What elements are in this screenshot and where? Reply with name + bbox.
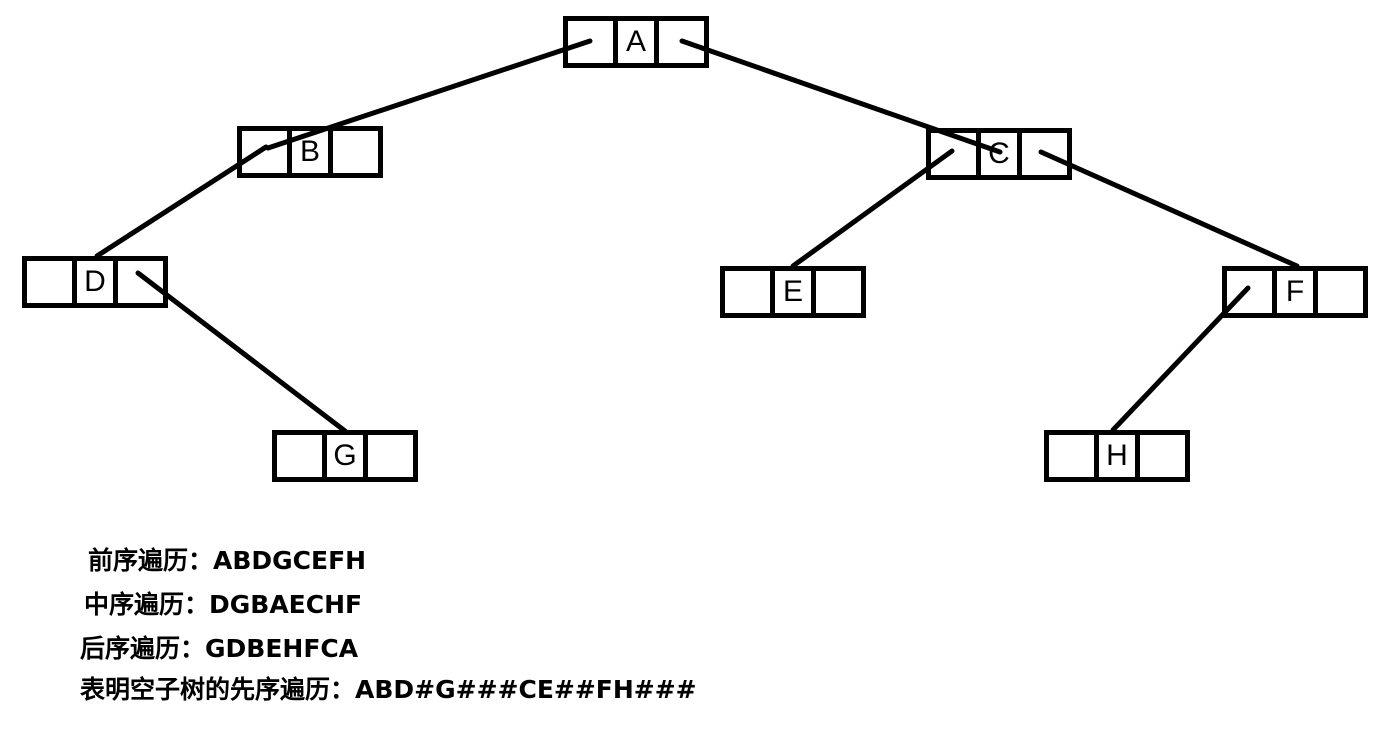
node-f-left-pointer-cell [1227, 271, 1272, 313]
traversal-postorder: 后序遍历：GDBEHFCA [80, 634, 359, 663]
node-c-label: C [976, 133, 1022, 175]
node-c-left-pointer-cell [931, 133, 976, 175]
node-b-right-pointer-cell [333, 131, 378, 173]
node-d-right-pointer-cell [118, 261, 163, 303]
node-f-right-pointer-cell [1318, 271, 1363, 313]
tree-node-g[interactable]: G [272, 430, 418, 482]
node-b-left-pointer-cell [242, 131, 287, 173]
traversal-list: 前序遍历：ABDGCEFH 中序遍历：DGBAECHF 后序遍历：GDBEHFC… [80, 548, 697, 702]
node-g-label: G [322, 435, 368, 477]
node-e-label: E [770, 271, 816, 313]
node-h-right-pointer-cell [1140, 435, 1185, 477]
node-a-label: A [613, 21, 659, 63]
node-c-right-pointer-cell [1022, 133, 1067, 175]
traversal-preorder: 前序遍历：ABDGCEFH [88, 546, 367, 575]
tree-node-a[interactable]: A [563, 16, 709, 68]
tree-node-b[interactable]: B [237, 126, 383, 178]
node-e-right-pointer-cell [816, 271, 861, 313]
tree-node-e[interactable]: E [720, 266, 866, 318]
node-h-left-pointer-cell [1049, 435, 1094, 477]
node-g-right-pointer-cell [368, 435, 413, 477]
traversal-preorder-marked: 表明空子树的先序遍历：ABD#G###CE##FH### [80, 675, 697, 704]
traversal-inorder: 中序遍历：DGBAECHF [84, 590, 363, 619]
node-b-label: B [287, 131, 333, 173]
node-d-label: D [72, 261, 118, 303]
node-g-left-pointer-cell [277, 435, 322, 477]
tree-edge-d-g [135, 270, 348, 434]
node-h-label: H [1094, 435, 1140, 477]
tree-node-f[interactable]: F [1222, 266, 1368, 318]
node-e-left-pointer-cell [725, 271, 770, 313]
node-a-right-pointer-cell [659, 21, 704, 63]
tree-node-d[interactable]: D [22, 256, 168, 308]
node-a-left-pointer-cell [568, 21, 613, 63]
node-f-label: F [1272, 271, 1318, 313]
tree-node-h[interactable]: H [1044, 430, 1190, 482]
node-d-left-pointer-cell [27, 261, 72, 303]
tree-edge-c-f [1038, 149, 1300, 269]
tree-node-c[interactable]: C [926, 128, 1072, 180]
